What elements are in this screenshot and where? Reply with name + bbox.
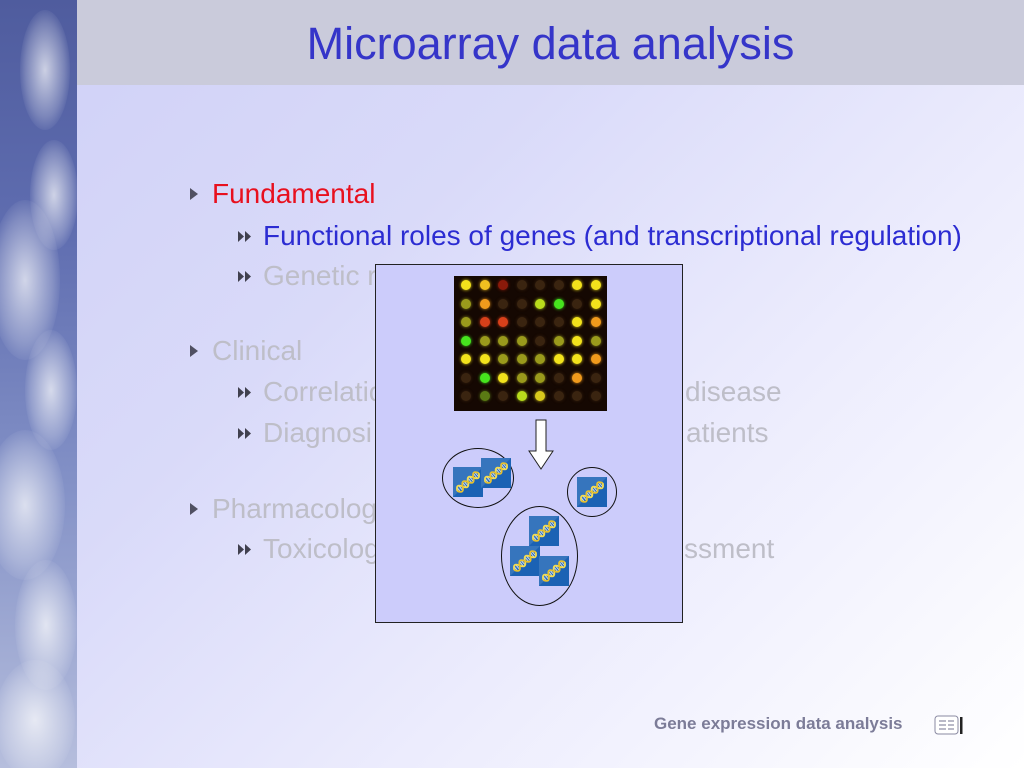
microarray-spot [572, 335, 583, 346]
microarray-spot [590, 372, 601, 383]
microarray-spot [498, 317, 509, 328]
microarray-spot [590, 280, 601, 291]
sub-bullet-diagnosis: Diagnosi [263, 417, 372, 448]
microarray-spot [516, 372, 527, 383]
microarray-spot [516, 391, 527, 402]
slide-icon [934, 715, 963, 735]
microarray-spot [553, 354, 564, 365]
sub-bullet-double-arrow-icon [238, 231, 251, 242]
sub-bullet-double-arrow-icon [238, 428, 251, 439]
sub-bullet-correlation: Correlatio [263, 376, 385, 407]
microarray-spot [498, 280, 509, 291]
microarray-spot [479, 335, 490, 346]
sub-bullet-genetic: Genetic r [263, 260, 377, 291]
dna-icon [453, 467, 483, 497]
sub-bullet-toxicology-tail: ssment [684, 533, 775, 564]
microarray-spot [535, 317, 546, 328]
microarray-spot [572, 372, 583, 383]
microarray-spot [461, 335, 472, 346]
bullet-pharmacology: Pharmacolog [212, 493, 377, 524]
microarray-spot [498, 391, 509, 402]
microarray-spot [535, 280, 546, 291]
microarray-spot [516, 298, 527, 309]
microarray-spot [479, 280, 490, 291]
dna-icon [481, 458, 511, 488]
slide-title: Microarray data analysis [306, 18, 795, 69]
microarray-spot [479, 317, 490, 328]
microarray-spot [553, 391, 564, 402]
gene-cluster-ellipse [501, 506, 578, 606]
microarray-spot [498, 335, 509, 346]
microarray-spot [535, 391, 546, 402]
footer-text: Gene expression data analysis [654, 714, 903, 733]
background-decoration [20, 10, 70, 130]
microarray-spot [590, 298, 601, 309]
sub-bullet-functional-roles: Functional roles of genes (and transcrip… [263, 220, 962, 251]
microarray-spot [461, 317, 472, 328]
sub-bullet-correlation-tail: disease [685, 376, 782, 407]
microarray-spot [516, 317, 527, 328]
microarray-spot [516, 280, 527, 291]
bullet-arrow-icon [190, 503, 198, 515]
microarray-figure-box [375, 264, 683, 623]
left-decorative-strip [0, 0, 77, 768]
microarray-spot [498, 298, 509, 309]
microarray-spot [553, 280, 564, 291]
microarray-spot [572, 280, 583, 291]
microarray-spot [498, 354, 509, 365]
microarray-image [454, 276, 607, 411]
microarray-spot [461, 298, 472, 309]
title-bar: Microarray data analysis [77, 0, 1024, 85]
microarray-spot [461, 280, 472, 291]
microarray-spot [590, 354, 601, 365]
microarray-spot [479, 354, 490, 365]
gene-cluster-ellipse [442, 448, 514, 508]
dna-icon [510, 546, 540, 576]
background-decoration [25, 330, 77, 450]
microarray-spot [590, 391, 601, 402]
microarray-spot [461, 391, 472, 402]
down-arrow-icon [528, 419, 554, 470]
gene-cluster-ellipse [567, 467, 617, 517]
dna-icon [577, 477, 607, 507]
bullet-arrow-icon [190, 188, 198, 200]
microarray-spot [535, 372, 546, 383]
dna-icon [529, 516, 559, 546]
bullet-arrow-icon [190, 345, 198, 357]
microarray-spot [516, 335, 527, 346]
microarray-spot [590, 335, 601, 346]
sub-bullet-double-arrow-icon [238, 271, 251, 282]
microarray-spot [572, 298, 583, 309]
microarray-spot [535, 298, 546, 309]
microarray-spot [553, 335, 564, 346]
microarray-spot [535, 335, 546, 346]
microarray-spot [553, 372, 564, 383]
sub-bullet-double-arrow-icon [238, 544, 251, 555]
microarray-spot [553, 317, 564, 328]
microarray-spot [461, 354, 472, 365]
sub-bullet-toxicology: Toxicolog [263, 533, 380, 564]
microarray-spot [553, 298, 564, 309]
microarray-spot [572, 391, 583, 402]
microarray-spot [479, 298, 490, 309]
microarray-spot [590, 317, 601, 328]
background-decoration [0, 660, 75, 768]
dna-icon [539, 556, 569, 586]
microarray-spot [498, 372, 509, 383]
microarray-spot [535, 354, 546, 365]
microarray-spot [572, 317, 583, 328]
microarray-spot [461, 372, 472, 383]
background-decoration [0, 430, 65, 580]
microarray-spot [516, 354, 527, 365]
bullet-clinical: Clinical [212, 335, 303, 366]
sub-bullet-double-arrow-icon [238, 387, 251, 398]
bullet-fundamental: Fundamental [212, 178, 376, 209]
microarray-spot [479, 372, 490, 383]
microarray-spot [572, 354, 583, 365]
sub-bullet-diagnosis-tail: atients [686, 417, 769, 448]
microarray-spot [479, 391, 490, 402]
